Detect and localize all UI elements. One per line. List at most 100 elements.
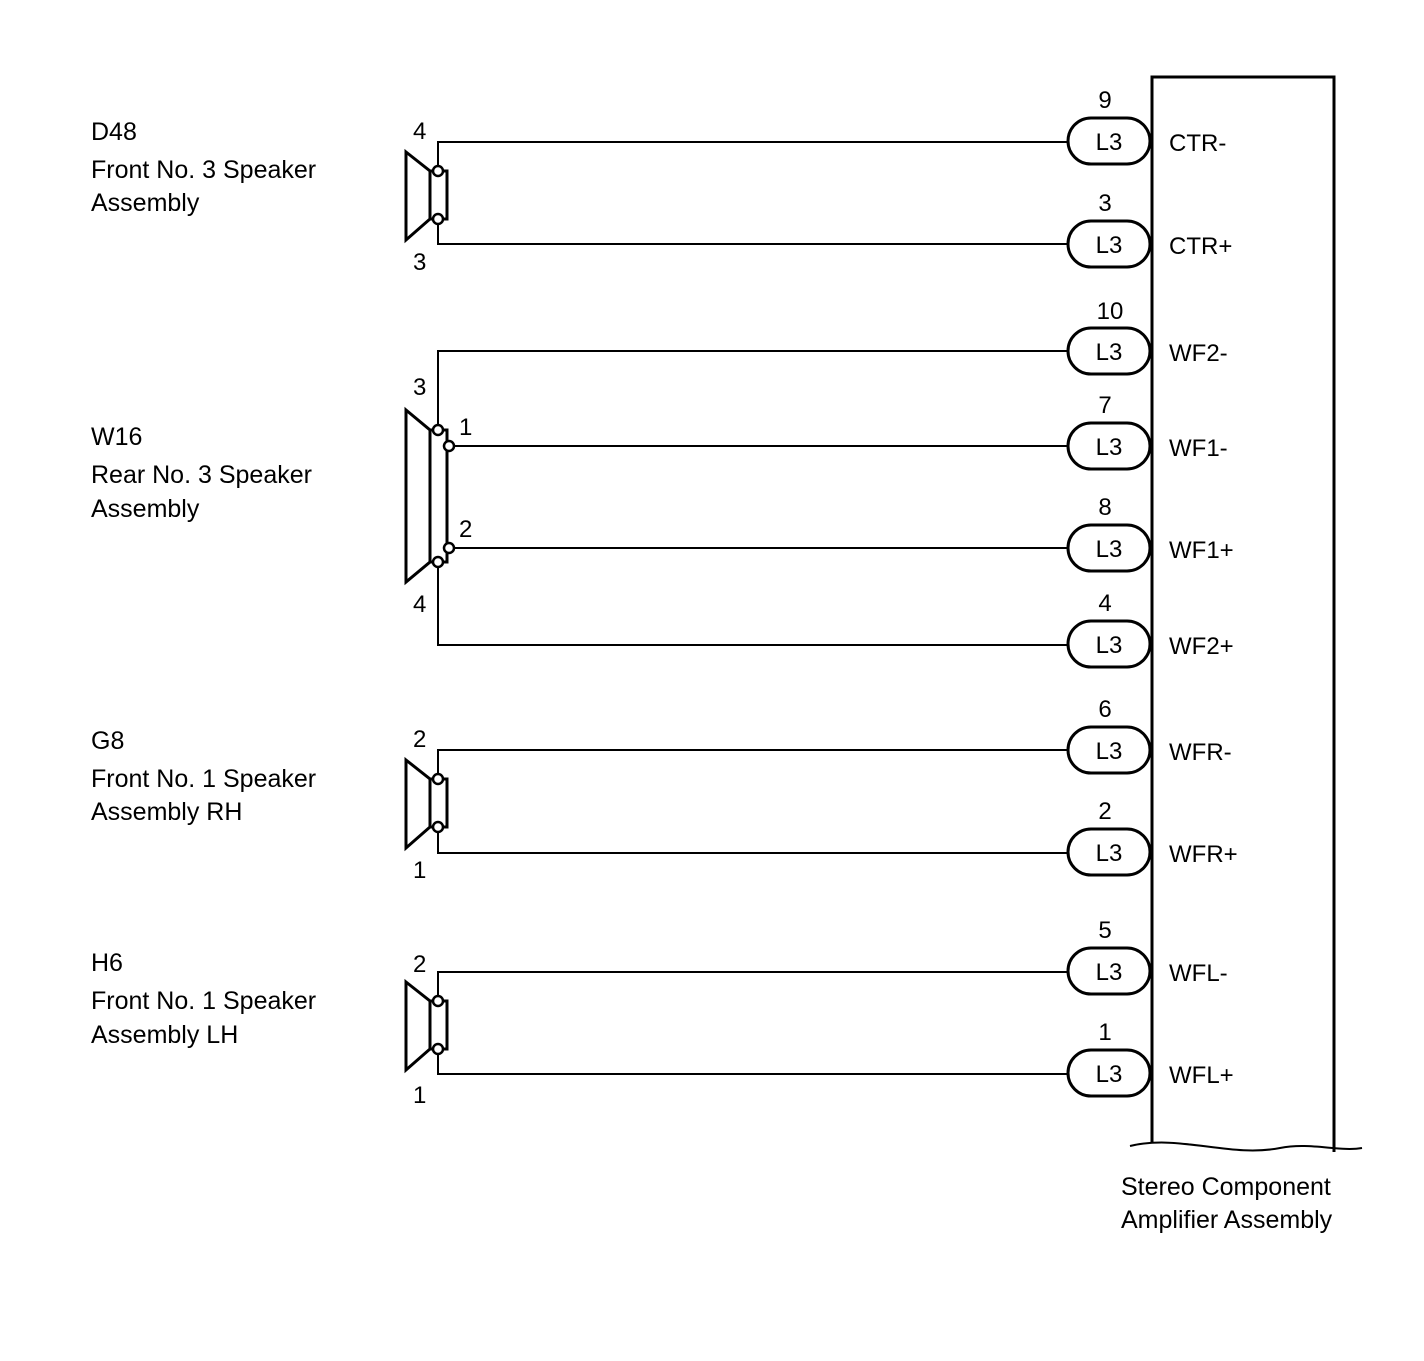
- connector-code: L3: [1096, 129, 1123, 156]
- speaker-magnet: [428, 999, 449, 1051]
- component-name-line2: Assembly LH: [91, 1021, 238, 1049]
- speaker-terminal: [431, 164, 445, 178]
- component-code: H6: [91, 949, 123, 977]
- connector-pill: [1066, 219, 1152, 269]
- terminal-ctr-minus: 9 L3 CTR-: [1066, 87, 1226, 166]
- terminal-wf2-minus: 10 L3 WF2-: [1066, 298, 1228, 376]
- terminal-wf1-minus: 7 L3 WF1-: [1066, 392, 1228, 471]
- connector-code: L3: [1096, 1061, 1123, 1088]
- speaker-pin-number: 3: [413, 374, 426, 401]
- component-name-line1: Front No. 1 Speaker: [91, 987, 316, 1015]
- component-code: D48: [91, 118, 137, 146]
- speaker-terminal: [431, 994, 445, 1008]
- connector-pill: [1066, 1048, 1152, 1098]
- component-name-line2: Assembly: [91, 495, 200, 523]
- speaker-cone: [404, 978, 432, 1074]
- connector-pill: [1066, 619, 1152, 669]
- component-label-g8: G8 Front No. 1 Speaker Assembly RH: [91, 727, 316, 826]
- wire-wf2-minus: [437, 350, 1070, 430]
- speaker-pin-number: 1: [413, 1082, 426, 1109]
- amplifier-box: [1150, 75, 1336, 1152]
- connector-pill: [1066, 421, 1152, 471]
- speaker-h6: 2 1: [404, 951, 449, 1109]
- terminal-wf2-plus: 4 L3 WF2+: [1066, 590, 1234, 669]
- wire-wfl-minus: [437, 971, 1070, 1001]
- component-name-line2: Assembly RH: [91, 798, 242, 826]
- connector-pill: [1066, 827, 1152, 877]
- connector-code: L3: [1096, 339, 1123, 366]
- terminal-pin-number: 6: [1098, 696, 1111, 723]
- speaker-terminal: [431, 555, 445, 569]
- connector-code: L3: [1096, 840, 1123, 867]
- speaker-pin-number: 4: [413, 591, 426, 618]
- amplifier-terminals: 9 L3 CTR- 3 L3 CTR+ 10 L3 WF2- 7 L3 WF1-…: [1066, 87, 1238, 1098]
- terminal-pin-number: 8: [1098, 494, 1111, 521]
- wire-ctr-plus: [437, 219, 1070, 245]
- terminal-pin-number: 10: [1097, 298, 1124, 325]
- connector-pill: [1066, 523, 1152, 573]
- terminal-signal: WF2-: [1169, 340, 1228, 367]
- wire-wf2-plus: [437, 562, 1070, 646]
- wire-wfr-minus: [437, 749, 1070, 779]
- connector-code: L3: [1096, 738, 1123, 765]
- terminal-pin-number: 1: [1098, 1019, 1111, 1046]
- terminal-signal: WF1+: [1169, 537, 1234, 564]
- connector-code: L3: [1096, 536, 1123, 563]
- wires: [437, 141, 1070, 1075]
- component-name-line1: Rear No. 3 Speaker: [91, 461, 312, 489]
- connector-pill: [1066, 116, 1152, 166]
- speaker-cone: [404, 148, 432, 244]
- speaker-g8: 2 1: [404, 726, 449, 884]
- terminal-wfl-minus: 5 L3 WFL-: [1066, 917, 1228, 996]
- speaker-terminal: [442, 439, 456, 453]
- connector-pill: [1066, 326, 1152, 376]
- speaker-terminal: [431, 772, 445, 786]
- terminal-pin-number: 7: [1098, 392, 1111, 419]
- speaker-magnet: [428, 169, 449, 221]
- connector-code: L3: [1096, 959, 1123, 986]
- speaker-magnet: [428, 777, 449, 829]
- terminal-pin-number: 4: [1098, 590, 1111, 617]
- speaker-pin-number: 1: [413, 857, 426, 884]
- connector-pill: [1066, 946, 1152, 996]
- connector-pill: [1066, 725, 1152, 775]
- component-name-line1: Front No. 3 Speaker: [91, 156, 316, 184]
- speaker-pin-number: 2: [413, 951, 426, 978]
- amplifier-assembly: Stereo Component Amplifier Assembly: [1121, 75, 1363, 1234]
- component-label-h6: H6 Front No. 1 Speaker Assembly LH: [91, 949, 316, 1049]
- wire-wfl-plus: [437, 1049, 1070, 1075]
- terminal-wfr-plus: 2 L3 WFR+: [1066, 798, 1238, 877]
- amplifier-name-line2: Amplifier Assembly: [1121, 1206, 1333, 1234]
- speaker-cone: [404, 756, 432, 852]
- speaker-terminal: [442, 541, 456, 555]
- terminal-pin-number: 9: [1098, 87, 1111, 114]
- terminal-pin-number: 2: [1098, 798, 1111, 825]
- terminal-pin-number: 3: [1098, 190, 1111, 217]
- amplifier-name-line1: Stereo Component: [1121, 1173, 1331, 1201]
- speaker-pin-number: 2: [413, 726, 426, 753]
- speaker-pin-number: 2: [459, 516, 472, 543]
- speaker-w16: 3 1 2 4: [404, 374, 472, 618]
- wire-ctr-minus: [437, 141, 1070, 171]
- speaker-pin-number: 3: [413, 249, 426, 276]
- connector-code: L3: [1096, 632, 1123, 659]
- terminal-signal: WF2+: [1169, 633, 1234, 660]
- speaker-pin-number: 1: [459, 414, 472, 441]
- terminal-signal: CTR+: [1169, 233, 1232, 260]
- terminal-signal: WFL-: [1169, 960, 1228, 987]
- terminal-signal: WFL+: [1169, 1062, 1234, 1089]
- speaker-terminal: [431, 1042, 445, 1056]
- speaker-terminal: [431, 820, 445, 834]
- terminal-signal: WFR+: [1169, 841, 1238, 868]
- component-code: G8: [91, 727, 124, 755]
- terminal-wf1-plus: 8 L3 WF1+: [1066, 494, 1234, 573]
- component-label-w16: W16 Rear No. 3 Speaker Assembly: [91, 423, 312, 523]
- terminal-signal: CTR-: [1169, 130, 1226, 157]
- component-label-d48: D48 Front No. 3 Speaker Assembly: [91, 118, 316, 217]
- terminal-ctr-plus: 3 L3 CTR+: [1066, 190, 1232, 269]
- terminal-signal: WFR-: [1169, 739, 1232, 766]
- component-name-line1: Front No. 1 Speaker: [91, 765, 316, 793]
- speaker-terminal: [431, 212, 445, 226]
- wire-wfr-plus: [437, 827, 1070, 854]
